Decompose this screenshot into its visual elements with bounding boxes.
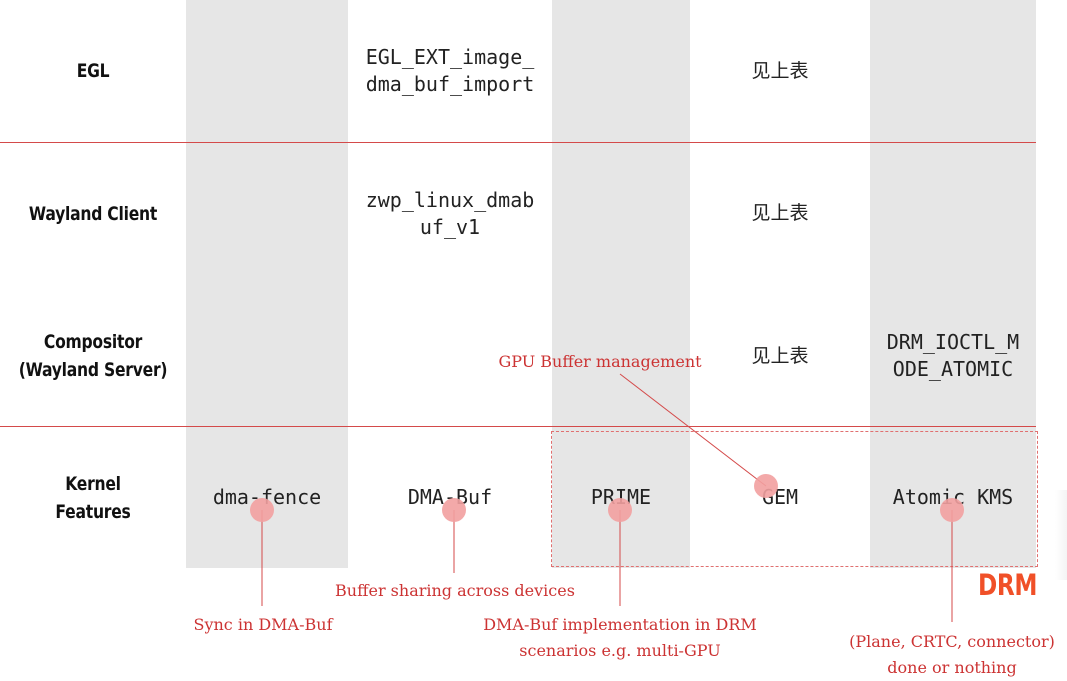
- row-label-egl: EGL: [76, 60, 110, 82]
- marker-fence: [250, 498, 274, 522]
- note-kms: (Plane, CRTC, connector) done or nothing: [849, 632, 1055, 677]
- cell-comp-gem: 见上表: [751, 345, 809, 367]
- row-label-wayland-client: Wayland Client: [28, 203, 158, 225]
- note-gem: GPU Buffer management: [498, 352, 702, 371]
- note-dmabuf: Buffer sharing across devices: [335, 581, 575, 600]
- marker-dmabuf: [442, 498, 466, 522]
- cell-client-dmabuf: zwp_linux_dmab uf_v1: [365, 188, 535, 239]
- row-label-compositor: Compositor (Wayland Server): [18, 331, 168, 381]
- marker-kms: [940, 498, 964, 522]
- note-prime: DMA-Buf implementation in DRM scenarios …: [483, 615, 757, 660]
- note-fence: Sync in DMA-Buf: [193, 615, 333, 634]
- column-shade-prime: [552, 0, 690, 568]
- row-divider-2: [0, 426, 1036, 427]
- cell-egl-dmabuf: EGL_EXT_image_ dma_buf_import: [365, 45, 535, 96]
- edge-shadow: [1055, 490, 1067, 580]
- cell-comp-kms: DRM_IOCTL_M ODE_ATOMIC: [886, 330, 1020, 381]
- marker-prime: [608, 498, 632, 522]
- column-shade-fence: [186, 0, 348, 568]
- drm-group-box: [551, 431, 1038, 567]
- row-label-kernel: Kernel Features: [55, 473, 131, 523]
- cell-egl-gem: 见上表: [751, 60, 809, 82]
- marker-gem: [754, 474, 778, 498]
- leader-gem: [619, 373, 767, 487]
- drm-group-label: DRM: [978, 568, 1038, 602]
- row-divider-1: [0, 142, 1036, 143]
- cell-client-gem: 见上表: [751, 202, 809, 224]
- column-shade-kms: [870, 0, 1036, 568]
